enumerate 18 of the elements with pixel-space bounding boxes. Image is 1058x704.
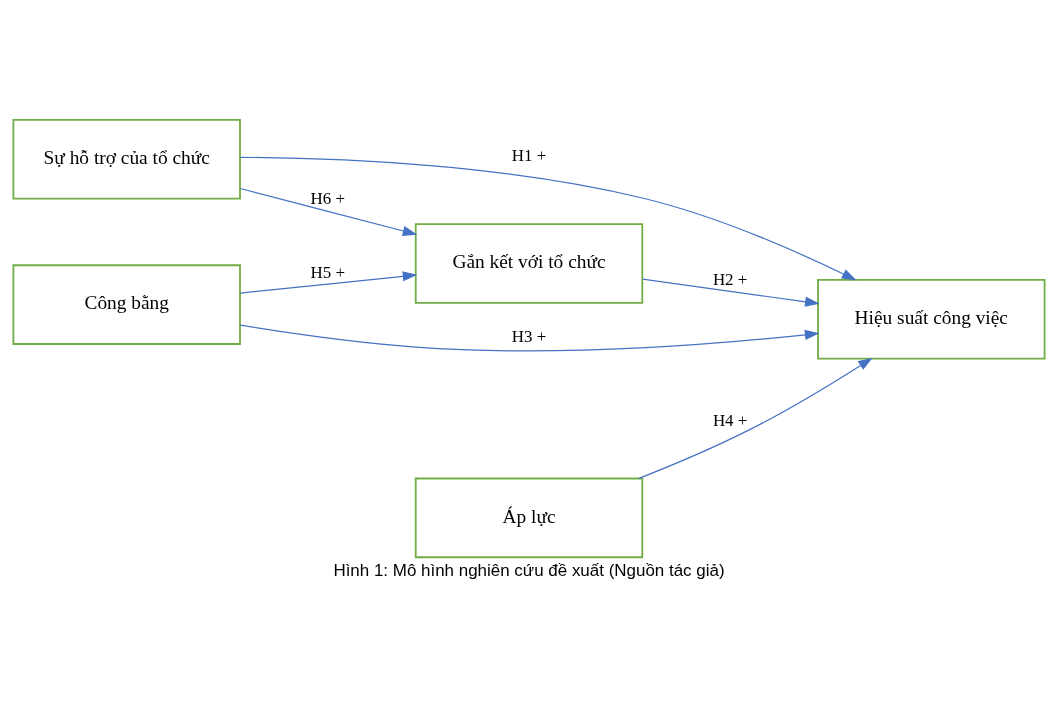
node-box: Sự hỗ trợ của tổ chức bbox=[12, 118, 241, 199]
edge-label: H1 + bbox=[511, 145, 547, 165]
node-box: Áp lực bbox=[414, 477, 644, 558]
node-box: Gắn kết với tổ chức bbox=[414, 222, 644, 304]
node-box: Hiệu suất công việc bbox=[817, 278, 1046, 359]
edge-label: H4 + bbox=[712, 410, 748, 430]
arrow bbox=[239, 324, 820, 351]
arrow bbox=[239, 270, 418, 294]
arrow bbox=[239, 187, 418, 236]
arrow bbox=[642, 278, 820, 307]
arrow bbox=[638, 357, 873, 479]
edge-label: H6 + bbox=[310, 188, 346, 208]
edge-label: H2 + bbox=[712, 269, 748, 289]
node-box: Công bằng bbox=[12, 263, 241, 345]
arrow bbox=[239, 156, 857, 280]
caption: Hình 1: Mô hình nghiên cứu đề xuất (Nguồn tác giả) bbox=[333, 560, 725, 580]
edge-label: H3 + bbox=[511, 326, 547, 346]
edge-label: H5 + bbox=[310, 262, 346, 282]
